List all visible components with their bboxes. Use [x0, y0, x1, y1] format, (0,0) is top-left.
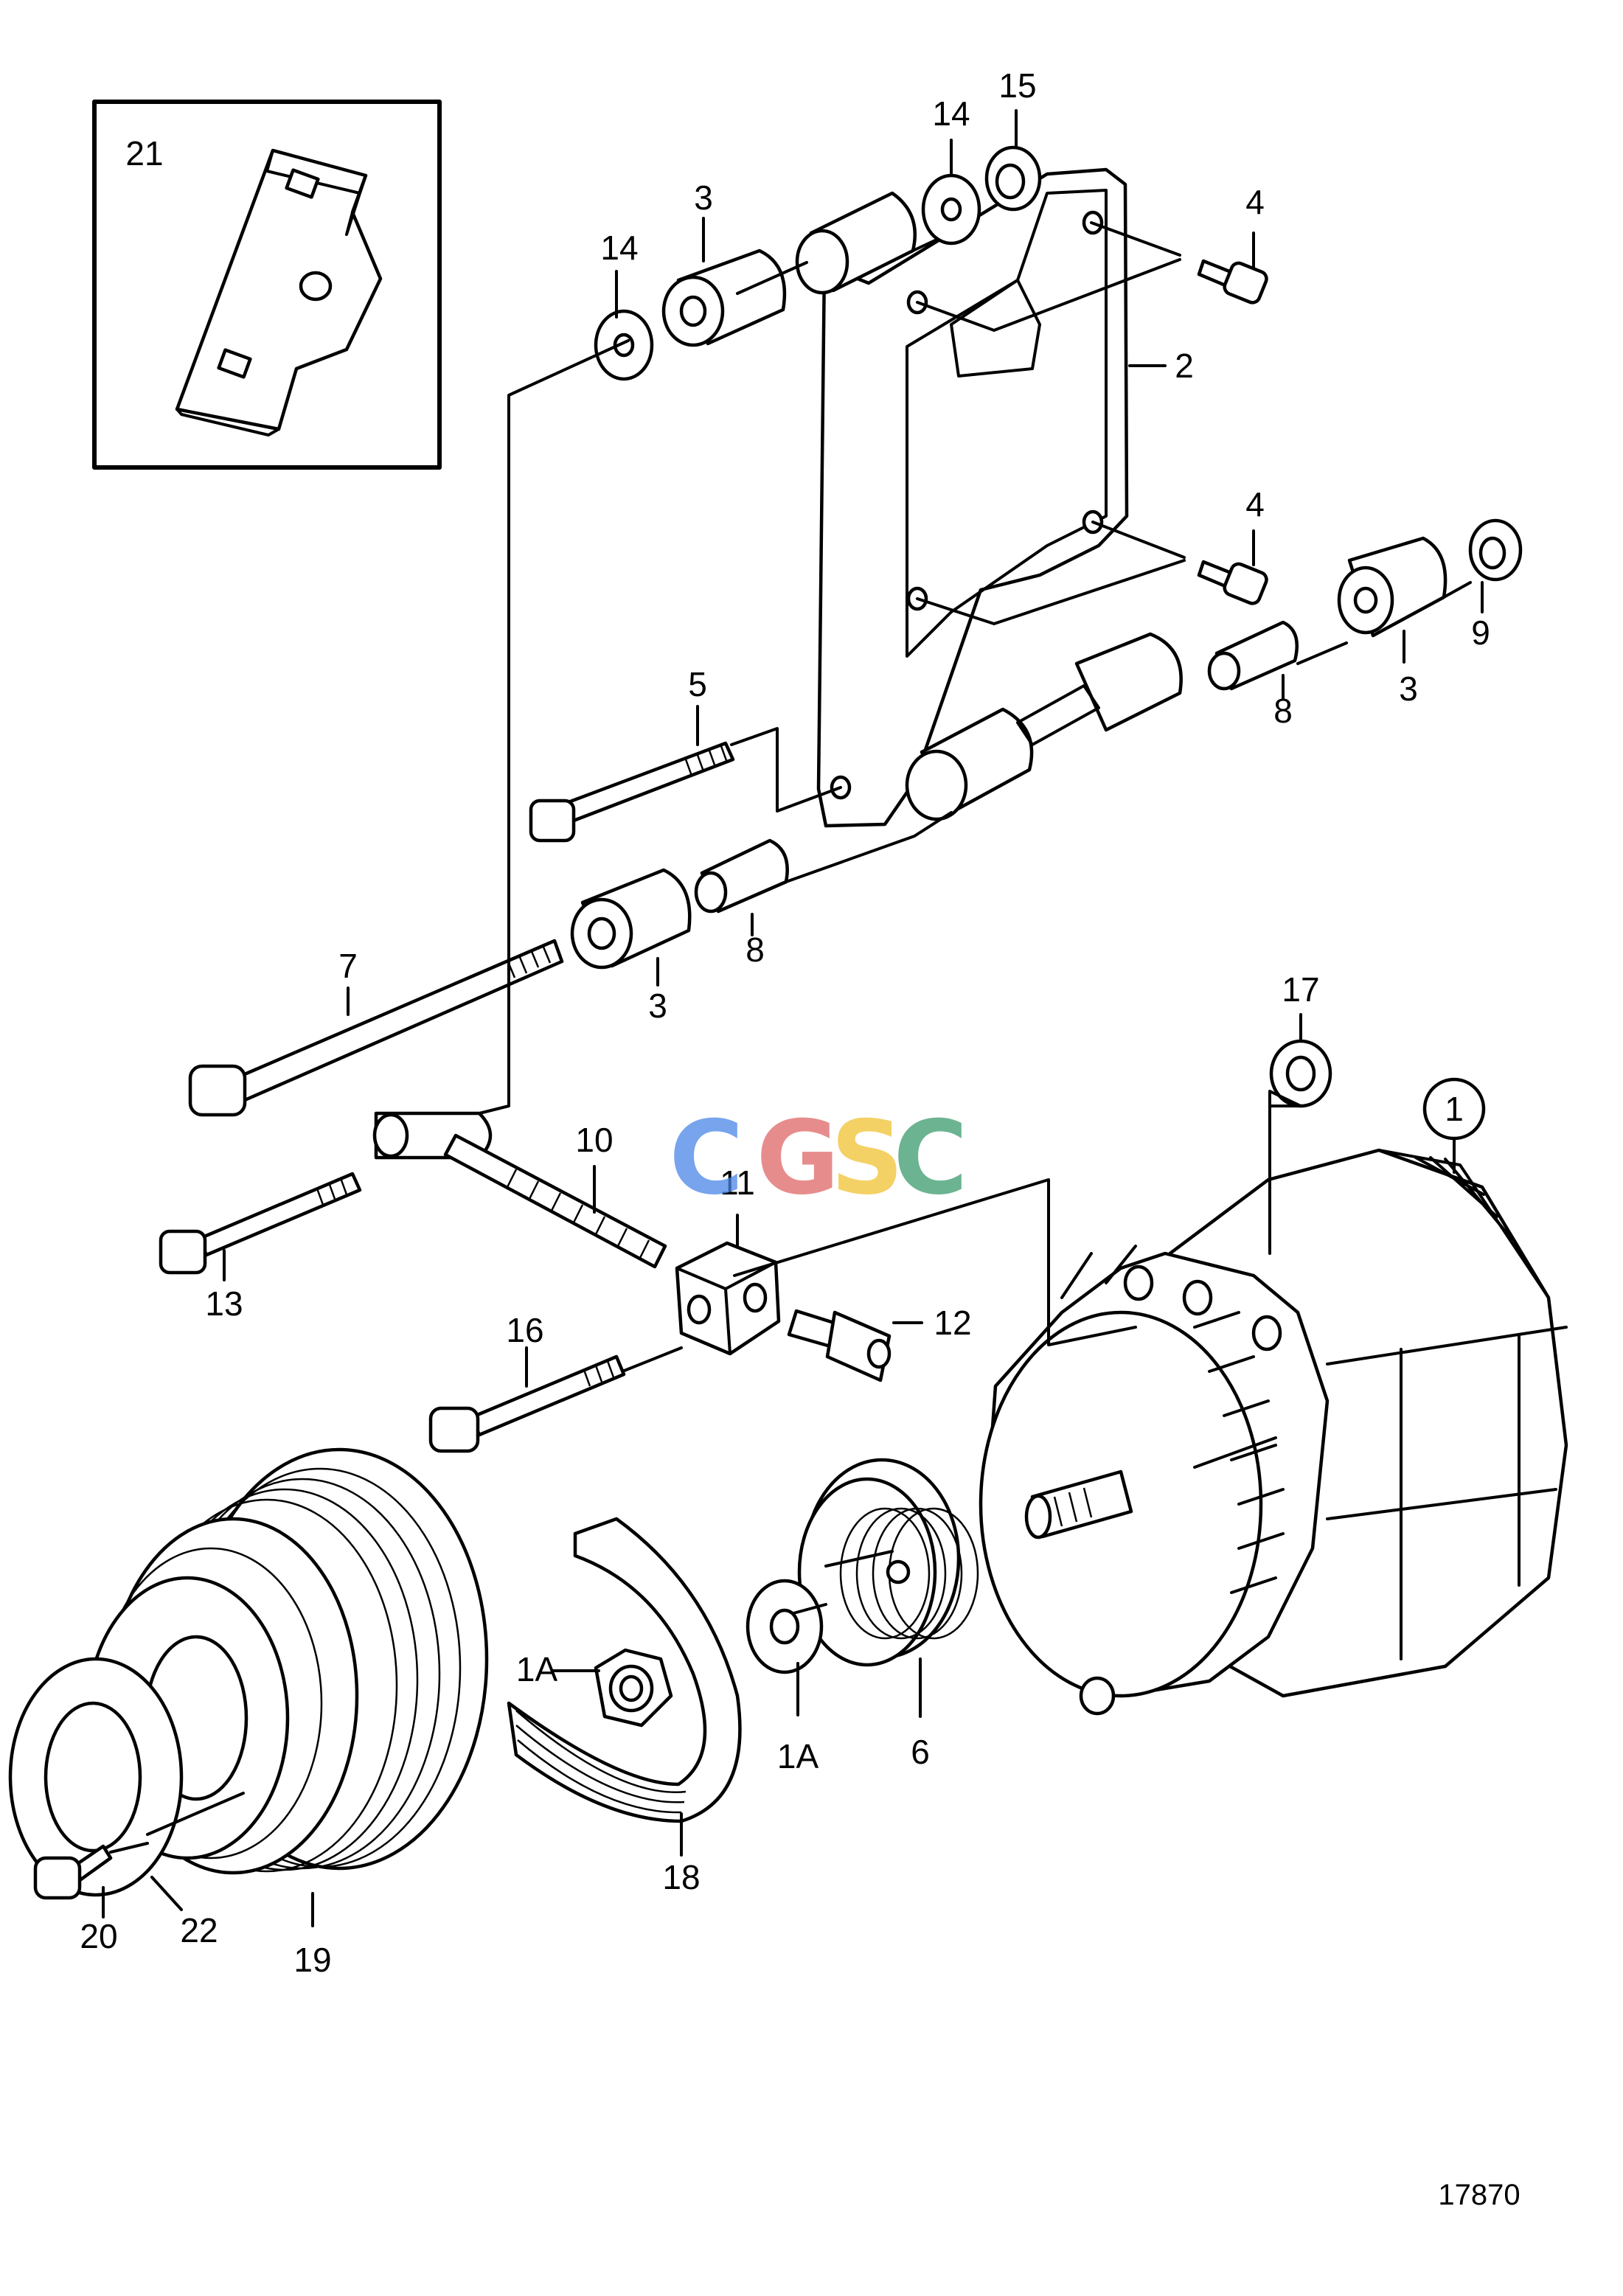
- spacer-3-top: [661, 248, 787, 347]
- leader-lines: [109, 221, 1472, 1854]
- spacer-3-right: [1337, 536, 1448, 638]
- washer-14-left: [594, 309, 654, 381]
- label-4-top: 4: [1245, 183, 1265, 221]
- sleeve-8-right: [1207, 620, 1299, 691]
- watermark: C G S C: [669, 1099, 967, 1217]
- diagram-id: 17870: [1438, 2179, 1520, 2211]
- label-3-right: 3: [1399, 669, 1418, 708]
- watermark-letter-2: G: [756, 1099, 839, 1217]
- label-8-mid: 8: [746, 930, 765, 969]
- label-6: 6: [911, 1733, 930, 1771]
- adjuster-block-11: [675, 1241, 781, 1356]
- label-9: 9: [1471, 613, 1490, 652]
- label-4-mid: 4: [1245, 485, 1265, 523]
- alternator: [979, 1077, 1568, 1716]
- label-10: 10: [575, 1121, 613, 1159]
- label-1: 1: [1445, 1090, 1464, 1128]
- inset-box-21: [92, 100, 442, 470]
- label-2: 2: [1175, 347, 1194, 385]
- label-1a-lower: 1A: [777, 1737, 819, 1775]
- watermark-letter-4: C: [893, 1099, 967, 1217]
- label-22: 22: [180, 1911, 218, 1949]
- label-3-top: 3: [694, 178, 713, 217]
- screw-4-mid: [1197, 560, 1268, 605]
- label-14-left: 14: [600, 229, 638, 267]
- bolt-7: [188, 939, 564, 1117]
- bolt-20: [33, 1844, 113, 1900]
- label-3-mid: 3: [648, 987, 667, 1025]
- label-5: 5: [688, 665, 707, 703]
- drive-belt-18: [507, 1517, 742, 1823]
- mounting-bracket: [795, 167, 1183, 828]
- watermark-letter-3: S: [830, 1099, 903, 1217]
- flange-nut-9: [1468, 518, 1523, 582]
- washer-1a: [746, 1579, 824, 1674]
- washer-14-top: [921, 173, 981, 246]
- label-ticks: [102, 109, 1484, 1927]
- watermark-letter-1: C: [669, 1099, 743, 1217]
- label-18: 18: [662, 1858, 700, 1896]
- tension-rod-10: [372, 1111, 667, 1269]
- label-13: 13: [205, 1284, 243, 1323]
- label-20: 20: [80, 1917, 117, 1955]
- label-19: 19: [293, 1941, 331, 1979]
- spacer-ring-22: [8, 1657, 184, 1897]
- bolt-5: [529, 741, 735, 843]
- crank-pulley-19: [85, 1447, 489, 1875]
- spacer-3-mid: [570, 868, 692, 970]
- label-21: 21: [125, 134, 163, 173]
- pulley-6: [797, 1458, 979, 1667]
- bolt-16: [428, 1354, 626, 1453]
- label-12: 12: [934, 1304, 971, 1342]
- label-17: 17: [1282, 970, 1319, 1009]
- screw-4-top: [1197, 259, 1268, 305]
- label-16: 16: [506, 1311, 543, 1349]
- label-14-top: 14: [932, 94, 970, 133]
- label-11: 11: [720, 1163, 755, 1202]
- label-7: 7: [338, 947, 358, 985]
- sleeve-8-mid: [694, 838, 789, 914]
- label-15: 15: [998, 66, 1036, 105]
- fitting-12: [787, 1309, 892, 1382]
- nut-1a: [594, 1648, 673, 1728]
- bolt-13: [159, 1172, 362, 1275]
- label-1a-upper: 1A: [516, 1650, 558, 1688]
- flange-nut-15: [984, 145, 1042, 212]
- label-8-right: 8: [1273, 692, 1293, 730]
